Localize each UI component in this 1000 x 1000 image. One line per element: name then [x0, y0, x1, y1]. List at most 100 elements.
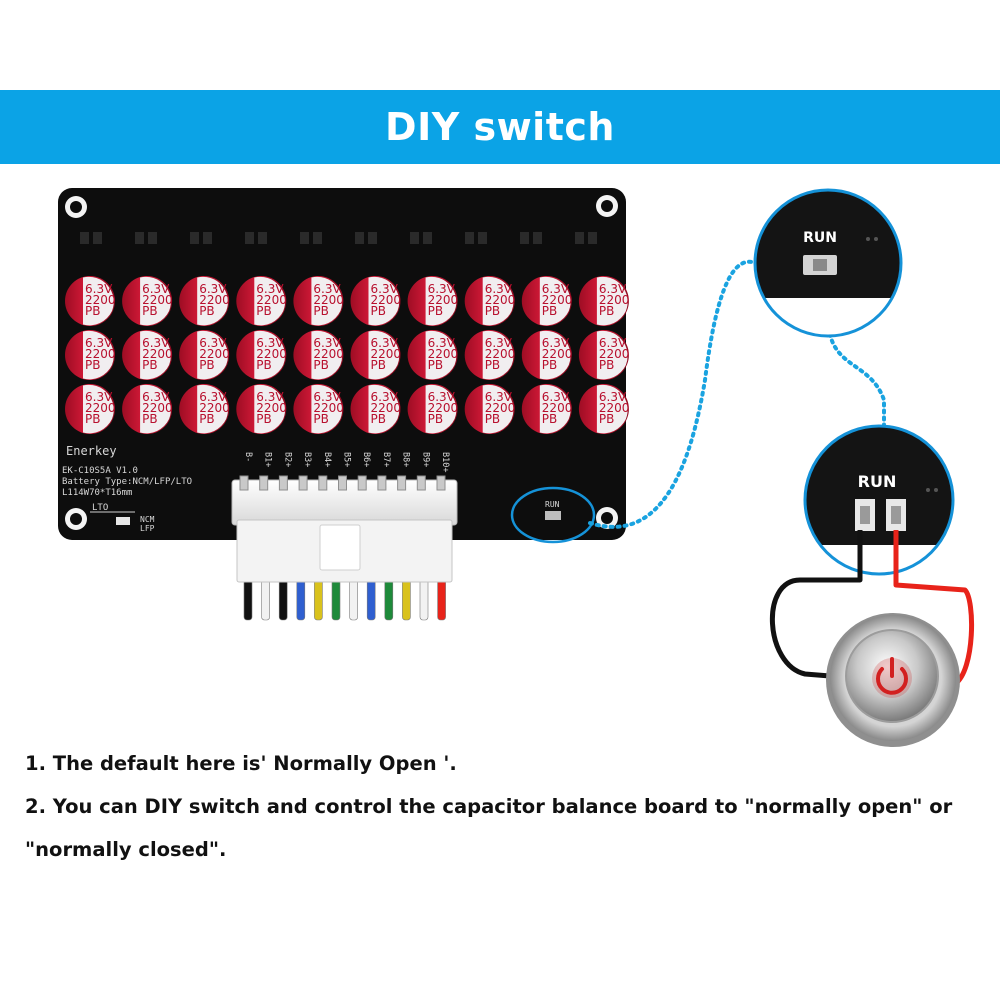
lto-label: LTO — [92, 503, 108, 513]
capacitor-marking: 6.3V — [256, 336, 284, 350]
capacitor-marking: PB — [599, 304, 614, 318]
capacitor-marking: 2200 — [313, 347, 344, 361]
pin-label: B- — [243, 452, 253, 462]
capacitor-marking: 6.3V — [199, 282, 227, 296]
connector-pin — [298, 475, 308, 491]
capacitor-marking: 6.3V — [256, 282, 284, 296]
note-line-2: 2. You can DIY switch and control the ca… — [25, 795, 953, 861]
capacitor-marking: 2200 — [256, 401, 287, 415]
capacitor-marking: 6.3V — [428, 336, 456, 350]
capacitor-marking: PB — [199, 304, 214, 318]
capacitor-marking: 6.3V — [85, 336, 113, 350]
capacitor-marking: 2200 — [85, 401, 116, 415]
capacitor-marking: PB — [599, 412, 614, 426]
banner-title: DIY switch — [385, 105, 615, 149]
capacitor-marking: PB — [256, 304, 271, 318]
capacitor-marking: PB — [428, 304, 443, 318]
pin-label: B9+ — [420, 452, 430, 467]
capacitor-marking: 6.3V — [485, 390, 513, 404]
capacitor-marking: 6.3V — [542, 390, 570, 404]
capacitor-marking: PB — [428, 412, 443, 426]
connector-pin — [436, 475, 446, 491]
capacitor-grid: 6.3V2200PB6.3V2200PB6.3V2200PB6.3V2200PB… — [65, 276, 629, 434]
capacitor-marking: 2200 — [85, 347, 116, 361]
capacitor-marking: 6.3V — [599, 390, 627, 404]
ncm-label: NCM — [140, 515, 155, 524]
capacitor-marking: PB — [313, 358, 328, 372]
capacitor-marking: 6.3V — [485, 336, 513, 350]
capacitor-marking: 6.3V — [428, 282, 456, 296]
capacitor-marking: 2200 — [428, 293, 459, 307]
capacitor-marking: PB — [371, 412, 386, 426]
red-wire — [893, 530, 974, 687]
capacitor-marking: 6.3V — [142, 336, 170, 350]
capacitor-marking: 2200 — [542, 401, 573, 415]
run-highlight-circle — [510, 486, 596, 544]
dotted-link-board-to-zoom — [588, 259, 754, 529]
capacitor-marking: 2200 — [599, 347, 630, 361]
capacitor-marking: 6.3V — [428, 390, 456, 404]
lfp-label: LFP — [140, 524, 155, 533]
capacitor-marking: PB — [85, 358, 100, 372]
title-banner: DIY switch — [0, 90, 1000, 164]
connector-pin — [377, 475, 387, 491]
capacitor-marking: PB — [485, 412, 500, 426]
capacitor-marking: 2200 — [142, 401, 173, 415]
capacitor-marking: PB — [142, 358, 157, 372]
capacitor-marking: 6.3V — [371, 390, 399, 404]
model-line: EK-C10S5A V1.0 — [62, 466, 138, 476]
capacitor-marking: 2200 — [542, 347, 573, 361]
capacitor-marking: PB — [542, 304, 557, 318]
capacitor-marking: PB — [142, 412, 157, 426]
capacitor-marking: 6.3V — [542, 282, 570, 296]
capacitor-marking: 2200 — [256, 293, 287, 307]
mounting-holes — [65, 195, 618, 530]
connector-pin — [239, 475, 249, 491]
capacitor-marking: PB — [542, 358, 557, 372]
capacitor-marking: PB — [85, 304, 100, 318]
instruction-notes: 1. The default here is' Normally Open '.… — [25, 742, 985, 871]
capacitor-marking: 2200 — [313, 293, 344, 307]
power-push-button — [826, 613, 960, 747]
capacitor-marking: PB — [142, 304, 157, 318]
balance-board: 6.3V2200PB6.3V2200PB6.3V2200PB6.3V2200PB… — [58, 188, 629, 544]
capacitor-marking: 6.3V — [485, 282, 513, 296]
capacitor-marking: PB — [85, 412, 100, 426]
pin-label: B2+ — [282, 452, 292, 467]
capacitor-marking: 6.3V — [542, 336, 570, 350]
connector-pin — [416, 475, 426, 491]
pin-label: B1+ — [263, 452, 273, 467]
mode-jumper-pad — [116, 517, 130, 525]
capacitor-marking: 6.3V — [371, 336, 399, 350]
pin-label: B3+ — [302, 452, 312, 467]
zoom-circle-bottom: RUN — [803, 424, 955, 576]
capacitor-marking: 2200 — [599, 401, 630, 415]
capacitor-marking: 2200 — [256, 347, 287, 361]
pin-label: B8+ — [401, 452, 411, 467]
capacitor-marking: PB — [371, 358, 386, 372]
capacitor-marking: 6.3V — [256, 390, 284, 404]
capacitor-marking: PB — [485, 304, 500, 318]
zoom-circle-top: RUN — [753, 188, 903, 338]
pin-label: B10+ — [440, 452, 450, 472]
connector-pin — [338, 475, 347, 491]
smd-pads — [80, 232, 597, 244]
capacitor-marking: 2200 — [85, 293, 116, 307]
brand-logo: Enerkey — [66, 444, 117, 458]
capacitor-marking: 2200 — [199, 347, 230, 361]
